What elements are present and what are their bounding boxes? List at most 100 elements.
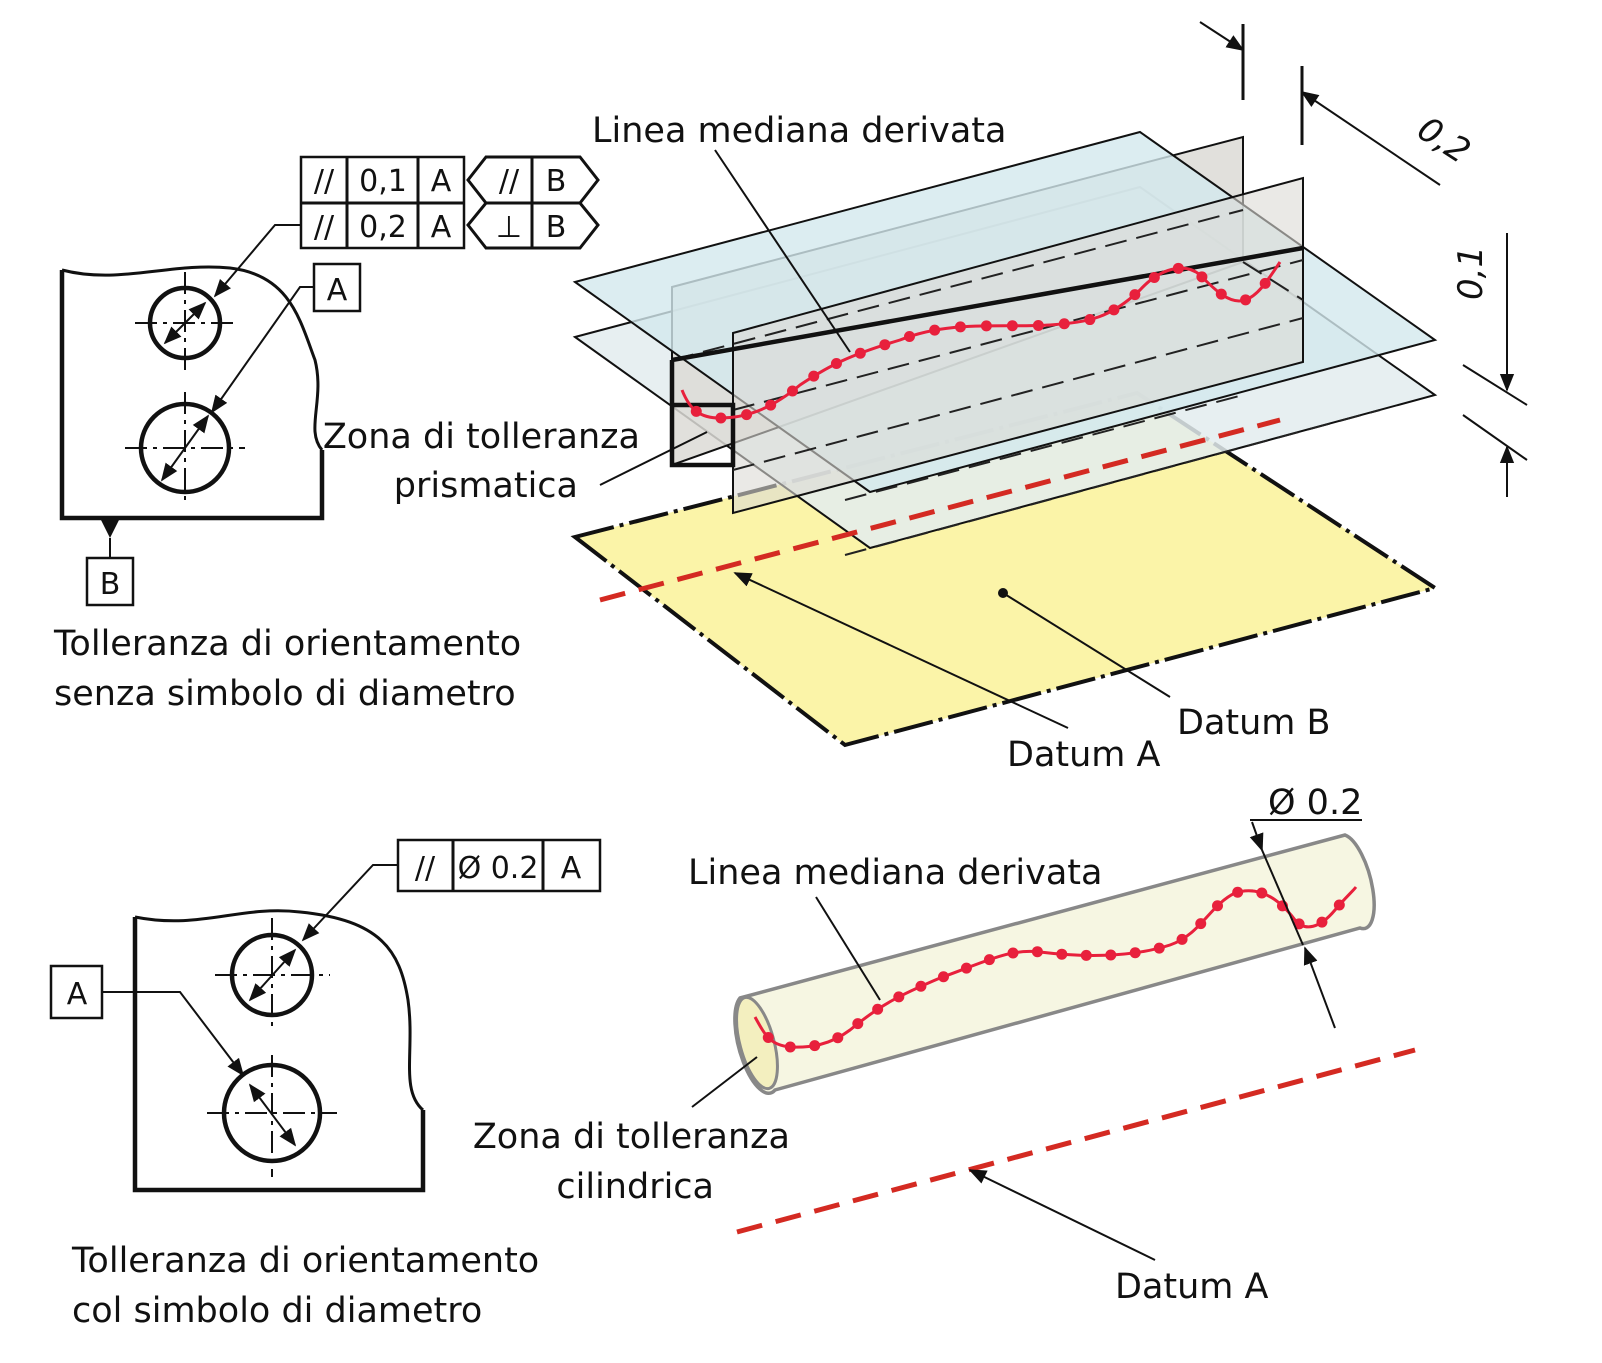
- median-point: [1256, 887, 1268, 899]
- median-point: [830, 358, 842, 370]
- fcf-row2-value: 0,2: [359, 210, 407, 245]
- median-point: [1129, 947, 1141, 959]
- datum-b-box: [85, 556, 135, 607]
- top-caption-line1: Tolleranza di orientamento: [53, 624, 521, 664]
- fcf-leader-bottom: [301, 864, 398, 942]
- fcf-bottom-value: Ø 0.2: [458, 851, 539, 886]
- median-point: [1333, 899, 1345, 911]
- median-point: [1032, 320, 1044, 332]
- median-point: [1316, 916, 1328, 928]
- zone-leader: [599, 431, 708, 486]
- bottom-part-drawing: A // Ø 0.2 A Tolleranza di orientamento …: [49, 838, 602, 1331]
- top-caption-line2: senza simbolo di diametro: [54, 674, 516, 714]
- median-point: [1105, 949, 1117, 961]
- median-point: [980, 320, 992, 332]
- diameter-dim-text: Ø 0.2: [1268, 783, 1362, 823]
- fcf-row2-orientation-datum: B: [546, 210, 567, 245]
- median-point: [937, 971, 949, 983]
- median-point: [1058, 318, 1070, 330]
- median-point: [715, 412, 727, 424]
- part-outline: [59, 270, 325, 521]
- median-point: [1232, 886, 1244, 898]
- median-point: [929, 324, 941, 336]
- median-point: [809, 1040, 821, 1052]
- label-zone-top-line1: Zona di tolleranza: [323, 417, 640, 457]
- median-point: [879, 339, 891, 351]
- width-dim-text: 0,2: [1410, 109, 1477, 172]
- label-zone-bottom-line1: Zona di tolleranza: [473, 1117, 790, 1157]
- part-outline-bottom: [132, 917, 426, 1193]
- median-point: [1080, 949, 1092, 961]
- median-point: [1108, 304, 1120, 316]
- label-datum-a-top: Datum A: [1007, 735, 1161, 775]
- median-point: [854, 347, 866, 359]
- diameter-dimension-line: [1249, 821, 1264, 852]
- median-point: [1148, 271, 1160, 283]
- prismatic-zone-3d: Linea mediana derivata Zona di tolleranz…: [323, 21, 1528, 775]
- bottom-caption-line2: col simbolo di diametro: [72, 1291, 482, 1331]
- fcf-row1-orientation-datum: B: [546, 164, 567, 199]
- height-dim-text: 0,1: [1451, 246, 1491, 300]
- datum-b-triangle: [100, 518, 120, 538]
- feature-control-frame-composite: // 0,1 A // B // 0,2 A ⊥ B: [299, 155, 600, 250]
- median-point: [960, 962, 972, 974]
- label-median-top: Linea mediana derivata: [592, 111, 1006, 151]
- datum-a-leader: [210, 286, 314, 414]
- lower-hole-diameter-arrow: [160, 414, 210, 482]
- part-break-line: [61, 265, 324, 451]
- median-leader: [714, 149, 851, 353]
- label-zone-top-line2: prismatica: [394, 466, 578, 506]
- fcf-leader: [213, 224, 301, 298]
- median-point: [852, 1018, 864, 1030]
- datum-a-box-bottom-label: A: [67, 977, 88, 1012]
- median-point: [832, 1032, 844, 1044]
- datum-b-plane: [570, 390, 1440, 748]
- datum-a-leader-bottom: [102, 991, 245, 1077]
- median-point: [1215, 288, 1227, 300]
- median-point: [690, 405, 702, 417]
- median-point: [1212, 900, 1224, 912]
- datum-a-label: A: [327, 273, 348, 308]
- median-point: [1240, 294, 1252, 306]
- median-point: [741, 409, 753, 421]
- datum-a-axis-bottom: [736, 1047, 1416, 1235]
- fcf-row1-orientation-symbol: //: [499, 164, 520, 199]
- datum-b-dot: [998, 588, 1008, 598]
- median-point: [1196, 271, 1208, 283]
- median-point: [1084, 314, 1096, 326]
- fcf-bottom-symbol: //: [415, 851, 436, 886]
- median-point: [1259, 277, 1271, 289]
- fcf-row1-symbol: //: [314, 164, 335, 199]
- cylindrical-zone-3d: Ø 0.2 Linea mediana derivata Zona di tol…: [473, 783, 1416, 1307]
- median-point: [872, 1003, 884, 1015]
- fcf-row2-orientation-symbol: ⊥: [496, 210, 522, 245]
- datum-b-label: B: [100, 567, 121, 602]
- label-median-bottom: Linea mediana derivata: [688, 853, 1102, 893]
- fcf-bottom-datum: A: [561, 851, 582, 886]
- median-point: [954, 321, 966, 333]
- label-datum-b: Datum B: [1177, 703, 1331, 743]
- upper-hole-diameter-arrow: [163, 301, 207, 345]
- median-line-points: [690, 262, 1271, 424]
- median-point: [784, 1041, 796, 1053]
- feature-control-frame-bottom: // Ø 0.2 A: [396, 838, 602, 893]
- median-point: [1006, 320, 1018, 332]
- height-extension-lines: [1462, 364, 1528, 461]
- prismatic-zone-edges: [669, 245, 1304, 468]
- datum-b-leader: [1002, 592, 1171, 698]
- median-point: [808, 370, 820, 382]
- median-point: [1195, 918, 1207, 930]
- tolerance-cylinder: [733, 833, 1376, 1095]
- median-point: [1007, 947, 1019, 959]
- width-extension-lines: [1241, 24, 1304, 145]
- median-point: [1129, 289, 1141, 301]
- median-point: [1031, 946, 1043, 958]
- datum-a-box: [312, 262, 362, 313]
- fcf-row2-datum: A: [431, 210, 452, 245]
- label-datum-a-bottom: Datum A: [1115, 1267, 1269, 1307]
- median-point: [915, 980, 927, 992]
- median-line-points-bottom: [762, 886, 1345, 1053]
- fcf-row1-datum: A: [431, 164, 452, 199]
